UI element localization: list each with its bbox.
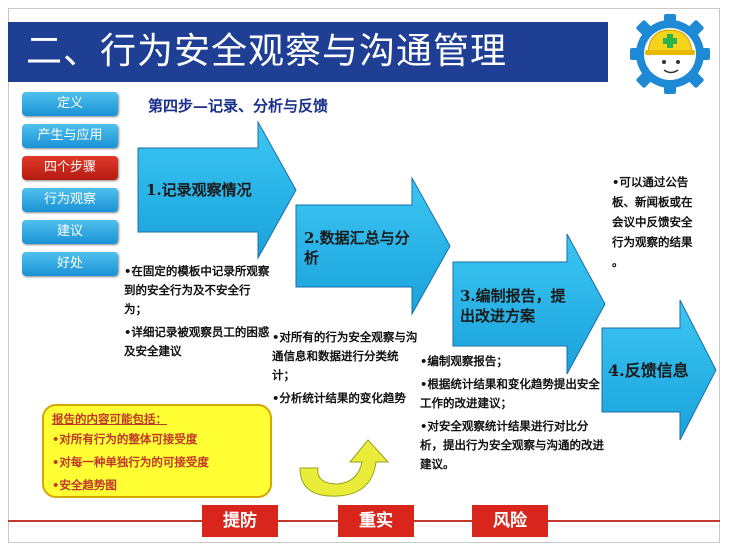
step-arrow-3 xyxy=(452,233,606,375)
report-item: •安全趋势图 xyxy=(52,478,117,492)
note-line: •在固定的模板中记录所观察到的安全行为及不安全行为； xyxy=(124,264,270,316)
step-title: 第四步—记录、分析与反馈 xyxy=(148,97,329,115)
sidebar-nav: 定义 产生与应用 四个步骤 行为观察 建议 好处 xyxy=(22,92,118,284)
sidebar-item-behavior-observation[interactable]: 行为观察 xyxy=(22,188,118,212)
note-line: •对安全观察统计结果进行对比分析，提出行为安全观察与沟通的改进建议。 xyxy=(420,419,604,471)
footer-tag-practical: 重实 xyxy=(338,505,414,537)
page-title: 二、行为安全观察与沟通管理 xyxy=(26,31,508,72)
note-line: •对所有的行为安全观察与沟通信息和数据进行分类统计； xyxy=(272,330,418,382)
sidebar-item-suggestions[interactable]: 建议 xyxy=(22,220,118,244)
report-item: •对所有行为的整体可接受度 xyxy=(52,432,198,446)
note-line: •编制观察报告； xyxy=(420,354,508,368)
note-summarize: •对所有的行为安全观察与沟通信息和数据进行分类统计； •分析统计结果的变化趋势 xyxy=(272,328,418,412)
note-line: •详细记录被观察员工的困惑及安全建议 xyxy=(124,325,270,358)
step-arrow-1 xyxy=(137,120,297,260)
report-item: •对每一种单独行为的可接受度 xyxy=(52,455,209,469)
step-1-label: 1.记录观察情况 xyxy=(146,181,252,199)
sidebar-item-four-steps[interactable]: 四个步骤 xyxy=(22,156,118,180)
footer-tag-prevent: 提防 xyxy=(202,505,278,537)
note-report: •编制观察报告； •根据统计结果和变化趋势提出安全工作的改进建议； •对安全观察… xyxy=(420,352,604,478)
note-record: •在固定的模板中记录所观察到的安全行为及不安全行为； •详细记录被观察员工的困惑… xyxy=(124,262,272,365)
cycle-arrow-icon xyxy=(299,439,390,497)
sidebar-item-definition[interactable]: 定义 xyxy=(22,92,118,116)
sidebar-item-benefits[interactable]: 好处 xyxy=(22,252,118,276)
note-feedback: •可以通过公告板、新闻板或在会议中反馈安全行为观察的结果 。 xyxy=(612,172,702,276)
title-banner: 二、行为安全观察与沟通管理 xyxy=(8,22,608,82)
note-line: •分析统计结果的变化趋势 xyxy=(272,391,406,405)
slide-frame xyxy=(8,8,720,543)
note-line: •可以通过公告板、新闻板或在会议中反馈安全行为观察的结果 。 xyxy=(612,175,693,269)
step-3-label: 3.编制报告，提出改进方案 xyxy=(460,287,566,325)
report-title: 报告的内容可能包括： xyxy=(52,412,167,426)
step-arrow-4 xyxy=(601,299,717,441)
sidebar-item-origin-application[interactable]: 产生与应用 xyxy=(22,124,118,148)
report-content-box: 报告的内容可能包括： •对所有行为的整体可接受度 •对每一种单独行为的可接受度 … xyxy=(42,404,272,498)
safety-logo-icon xyxy=(630,14,710,94)
step-4-label: 4.反馈信息 xyxy=(608,361,689,380)
step-2-label: 2.数据汇总与分析 xyxy=(304,229,410,267)
step-arrow-2 xyxy=(295,176,451,316)
footer-tag-risk: 风险 xyxy=(472,505,548,537)
note-line: •根据统计结果和变化趋势提出安全工作的改进建议； xyxy=(420,377,600,410)
